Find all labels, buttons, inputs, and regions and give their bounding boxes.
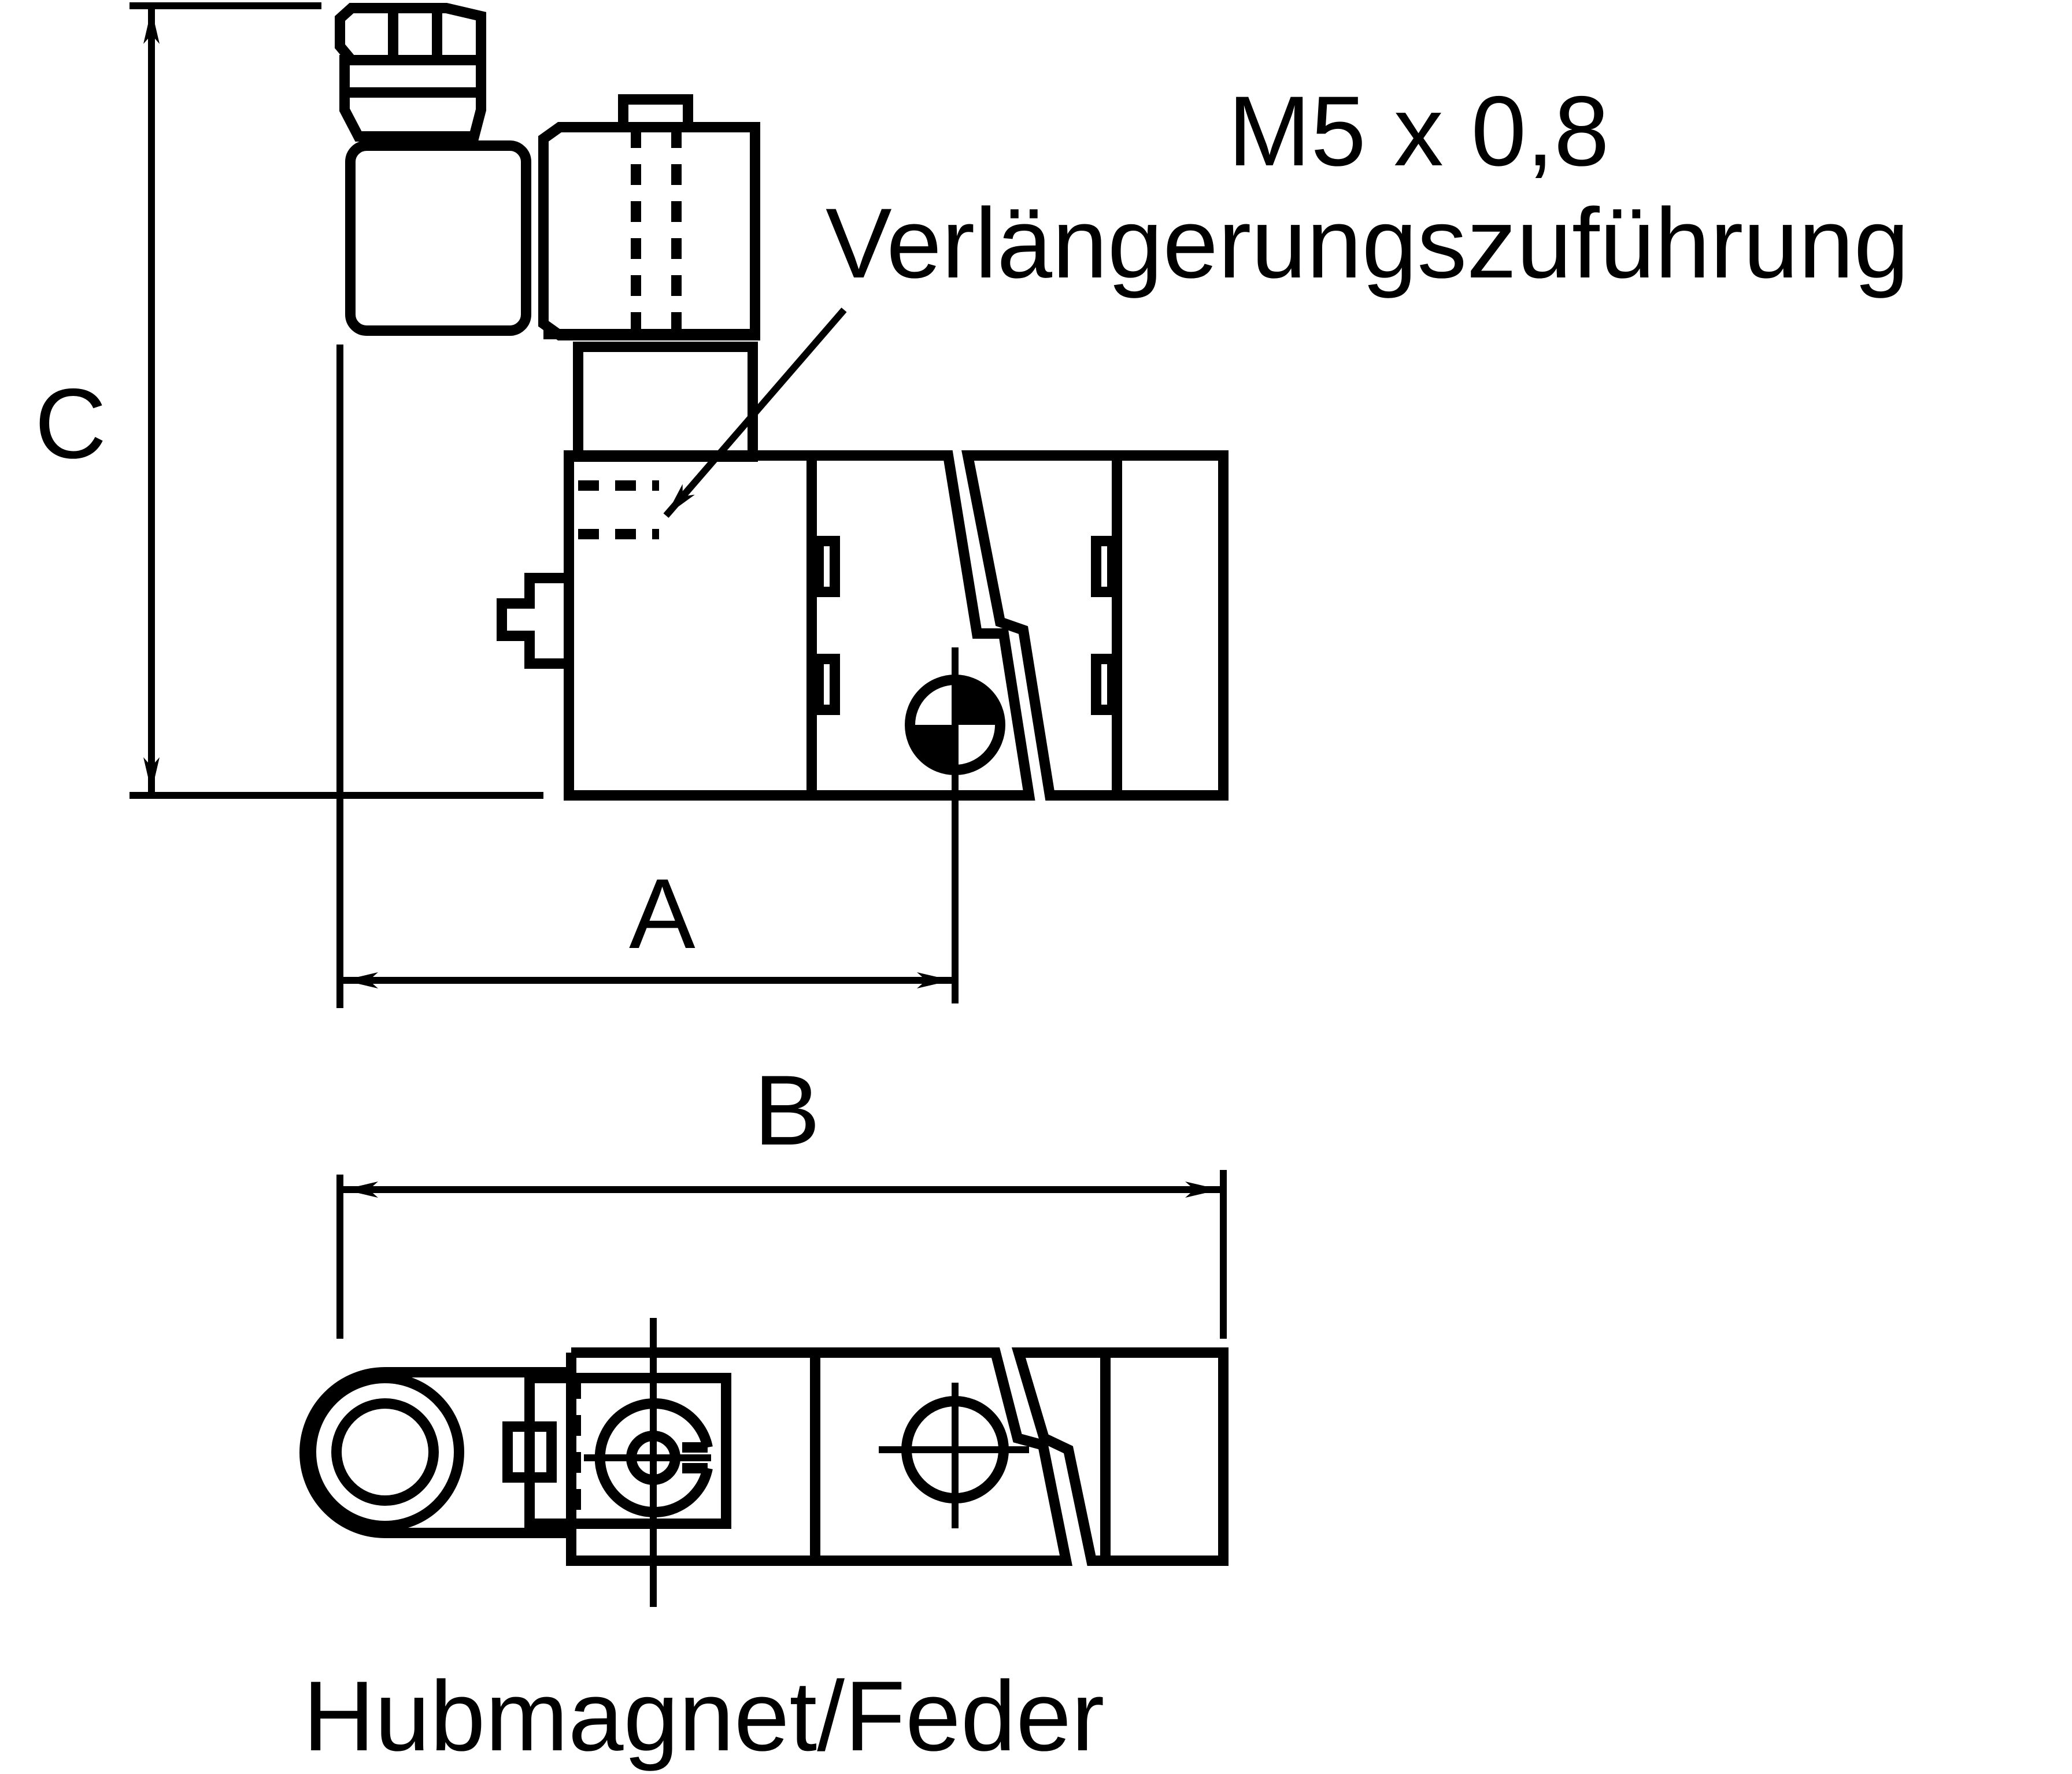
dimension-c-label: C <box>35 368 106 479</box>
override-top <box>502 1421 557 1483</box>
dimension-b-label: B <box>754 1055 820 1166</box>
extension-feed-leader <box>663 308 847 518</box>
caption-label: Hubmagnet/Feder <box>303 1661 1104 1772</box>
side-view <box>335 3 1229 1003</box>
port-circle-symbol <box>879 1383 1029 1528</box>
coil-housing <box>538 94 760 340</box>
dimension-b <box>336 1170 1227 1339</box>
top-view <box>299 1318 1229 1607</box>
valve-body <box>497 450 1229 801</box>
dimension-a <box>336 345 952 1008</box>
center-of-gravity-symbol <box>905 647 1005 1003</box>
connector-nut <box>335 3 486 142</box>
extension-feed-label: Verlängerungszuführung <box>826 188 1909 299</box>
plug-connector-top <box>299 1367 576 1538</box>
dimension-a-label: A <box>629 858 695 969</box>
coil-top <box>524 1373 731 1529</box>
plug-connector <box>345 140 531 336</box>
valve-body-top <box>566 1347 1229 1566</box>
armature-tube <box>573 342 758 462</box>
thread-spec-label: M5 x 0,8 <box>1228 76 1610 187</box>
